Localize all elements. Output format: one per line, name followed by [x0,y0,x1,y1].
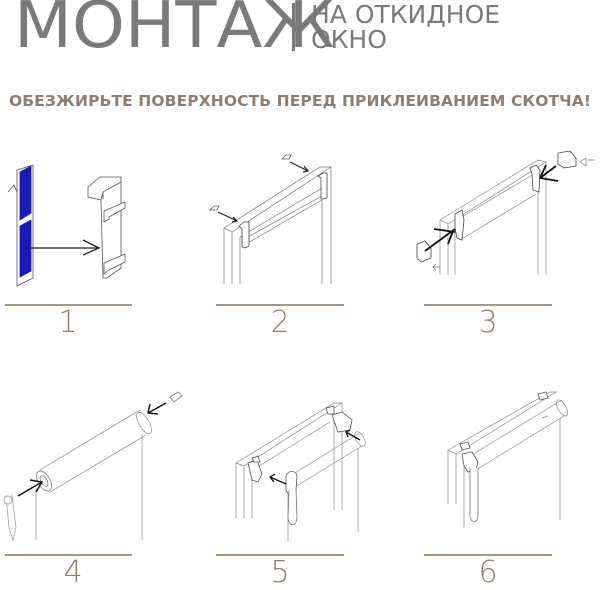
step-3-number: 3 [478,305,498,340]
step-6-number: 6 [478,555,498,590]
step-6: 6 [400,370,600,588]
window-frame-brackets-illustration [209,154,333,284]
roller-into-mounts-illustration [235,402,366,542]
step-2-rule [216,304,344,306]
adhesive-tape-illustration [7,164,126,287]
subtitle-line-1: НА ОТКИДНОЕ [311,0,501,29]
subtitle-line-2: ОКНО [311,25,387,54]
step-1: 1 [0,140,200,340]
installed-blind-illustration [447,391,569,528]
header: МОНТАЖ НА ОТКИДНОЕ ОКНО [0,0,600,70]
step-2-number: 2 [270,305,290,340]
title-divider [292,3,295,51]
step-5: 5 [200,370,400,588]
page-title: МОНТАЖ [14,0,335,63]
step-6-rule [424,554,552,556]
step-2: 2 [200,140,400,340]
step-1-rule [5,304,132,306]
roller-end-caps-illustration [3,391,183,542]
step-3: 3 [400,140,600,340]
step-3-rule [424,304,552,306]
step-5-number: 5 [270,555,290,590]
degrease-warning: ОБЕЗЖИРЬТЕ ПОВЕРХНОСТЬ ПЕРЕД ПРИКЛЕИВАНИ… [8,92,592,110]
step-4-rule [5,554,132,556]
side-mounts-illustration [416,150,595,275]
step-1-number: 1 [58,305,78,340]
page-subtitle: НА ОТКИДНОЕ ОКНО [311,2,500,52]
step-5-rule [216,554,344,556]
step-4-number: 4 [63,555,83,590]
step-4: 4 [0,370,200,588]
